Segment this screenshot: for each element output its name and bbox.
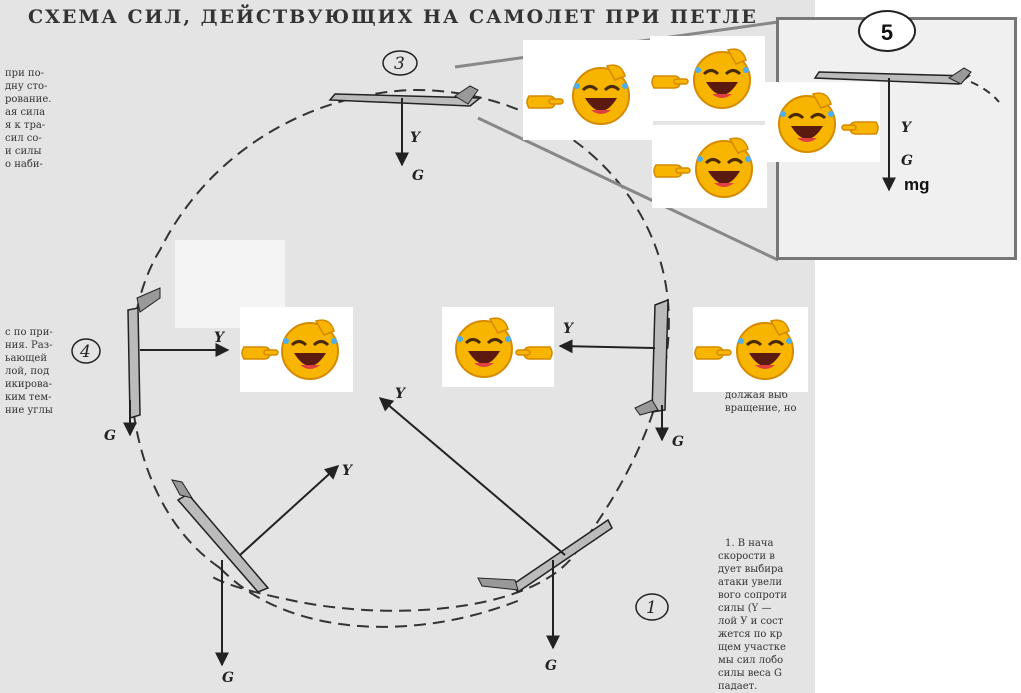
- svg-text:должая выб: должая выб: [725, 390, 788, 401]
- svg-text:вращение, но: вращение, но: [725, 403, 797, 414]
- svg-text:силы веса G: силы веса G: [718, 668, 782, 679]
- svg-text:и силы: и силы: [5, 146, 41, 157]
- laughing-emoji-icon: [694, 318, 795, 381]
- svg-text:атаки увели: атаки увели: [718, 577, 782, 588]
- laughing-emoji-sticker: [693, 307, 808, 392]
- loop-path-crossing: [219, 567, 521, 628]
- svg-text:ьающей: ьающей: [5, 353, 47, 364]
- svg-text:G: G: [412, 168, 424, 184]
- svg-text:рование.: рование.: [5, 94, 51, 105]
- svg-text:Y: Y: [214, 330, 226, 346]
- laughing-emoji-sticker: [652, 125, 767, 208]
- position-4-label: 4: [79, 342, 91, 362]
- svg-text:Y: Y: [901, 120, 913, 136]
- svg-text:при по-: при по-: [5, 68, 44, 79]
- svg-text:о наби-: о наби-: [5, 159, 43, 170]
- aircraft-position-3: [328, 85, 483, 167]
- svg-text:Y: Y: [342, 463, 354, 479]
- side-text-left-2: с по при- ния. Раз- ьающей лой, под икир…: [5, 327, 53, 416]
- svg-text:жется по кр: жется по кр: [718, 629, 782, 640]
- svg-text:дует выбира: дует выбира: [718, 564, 783, 575]
- svg-text:силы (Y —: силы (Y —: [718, 603, 771, 614]
- svg-text:мы сил лобо: мы сил лобо: [718, 655, 783, 666]
- zoom-line-bottom: [477, 116, 779, 262]
- loop-path: [129, 88, 670, 612]
- svg-text:я к тра-: я к тра-: [5, 120, 45, 131]
- svg-text:икирова-: икирова-: [5, 379, 52, 390]
- svg-text:G: G: [545, 658, 557, 674]
- laughing-emoji-sticker: [765, 82, 880, 162]
- aircraft-position-4: [123, 287, 230, 437]
- svg-text:G: G: [672, 434, 684, 450]
- aircraft-position-2: [558, 298, 669, 442]
- aircraft-position-1: [378, 397, 613, 650]
- svg-text:Y: Y: [395, 386, 407, 402]
- laughing-emoji-sticker: [442, 307, 554, 387]
- diagram-title: СХЕМА СИЛ, ДЕЙСТВУЮЩИХ НА САМОЛЕТ ПРИ ПЕ…: [28, 6, 758, 28]
- svg-text:ким тем-: ким тем-: [5, 392, 51, 403]
- laughing-emoji-sticker: [523, 40, 653, 140]
- svg-text:лой, под: лой, под: [5, 366, 49, 377]
- svg-text:ая сила: ая сила: [5, 107, 45, 118]
- svg-text:скорости в: скорости в: [718, 551, 775, 562]
- inset-number-badge: 5: [858, 10, 916, 52]
- svg-text:лой У и сост: лой У и сост: [718, 616, 784, 627]
- laughing-emoji-icon: [454, 316, 553, 379]
- svg-text:с по при-: с по при-: [5, 327, 53, 338]
- aircraft-position-bottom-left: [171, 465, 340, 667]
- position-3-label: 3: [394, 54, 405, 74]
- side-text-left: при по- дну сто- рование. ая сила я к тр…: [5, 68, 51, 170]
- position-1-label: 1: [646, 598, 657, 618]
- inset-aircraft: Y G: [813, 67, 1000, 192]
- svg-text:ние углы: ние углы: [5, 405, 53, 416]
- svg-text:дну сто-: дну сто-: [5, 81, 47, 92]
- laughing-emoji-icon: [777, 91, 879, 154]
- svg-text:ния. Раз-: ния. Раз-: [5, 340, 53, 351]
- svg-text:щем участке: щем участке: [718, 642, 786, 653]
- svg-text:падает.: падает.: [718, 681, 757, 692]
- laughing-emoji-icon: [241, 318, 340, 381]
- svg-text:G: G: [901, 153, 913, 169]
- svg-text:вого сопроти: вого сопроти: [718, 590, 787, 601]
- svg-text:сил со-: сил со-: [5, 133, 42, 144]
- mg-label: mg: [904, 175, 930, 194]
- svg-text:G: G: [104, 428, 116, 444]
- svg-text:Y: Y: [563, 321, 575, 337]
- laughing-emoji-sticker: [650, 36, 765, 121]
- svg-text:Y: Y: [410, 130, 422, 146]
- laughing-emoji-sticker: [240, 307, 353, 392]
- svg-text:1. В нача: 1. В нача: [725, 538, 773, 549]
- laughing-emoji-icon: [653, 136, 754, 199]
- laughing-emoji-icon: [651, 47, 752, 110]
- side-text-right: должая выб вращение, но: [725, 390, 797, 414]
- svg-text:G: G: [222, 670, 234, 686]
- laughing-emoji-icon: [526, 63, 631, 126]
- side-text-bottom: 1. В нача скорости в дует выбира атаки у…: [718, 538, 787, 692]
